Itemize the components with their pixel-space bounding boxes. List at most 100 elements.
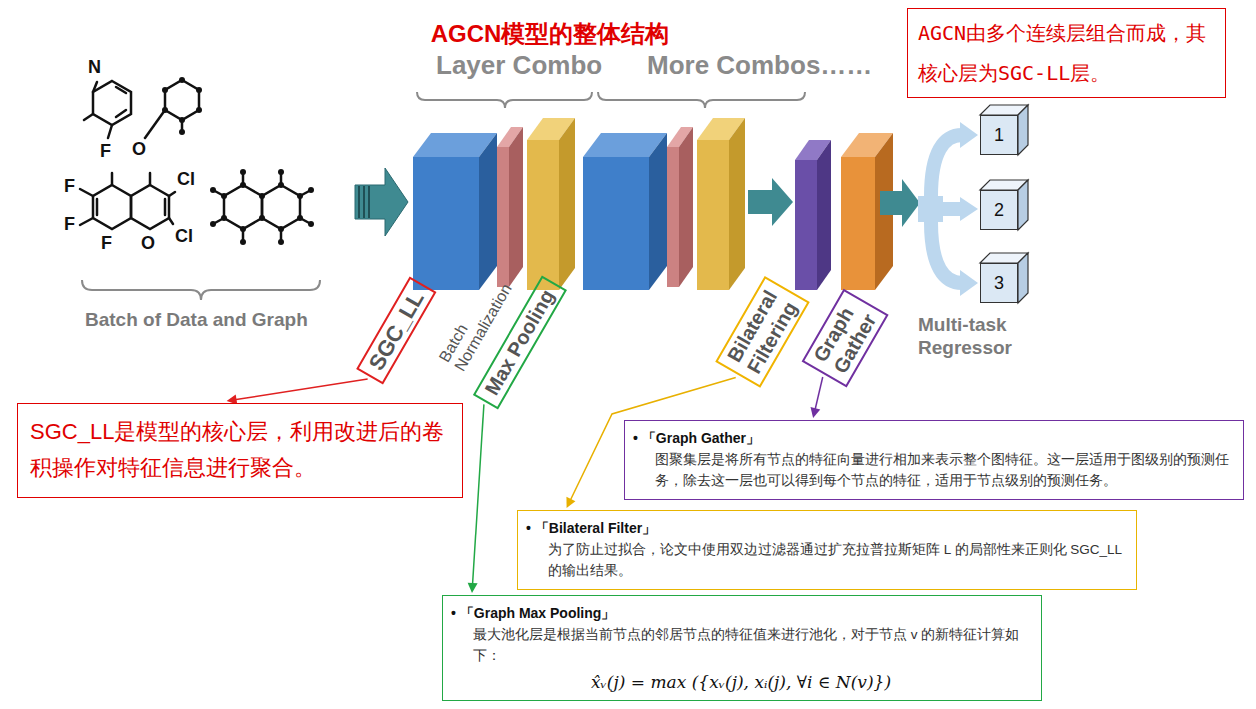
atom-dot-part <box>179 77 185 83</box>
atom-label: F <box>64 215 75 233</box>
molecule-drawing-part <box>96 199 99 215</box>
arrow-head <box>468 583 478 593</box>
atom-dot-part <box>179 129 185 135</box>
callout-heading: • 「Bilateral Filter」 <box>526 517 1126 539</box>
molecule-drawing-part <box>149 173 152 185</box>
group-label: More Combos…… <box>647 50 872 81</box>
molecule-drawing-part <box>131 185 169 229</box>
atom-dot-part <box>196 107 202 113</box>
atom-label: F <box>64 177 75 195</box>
layer-block-part <box>697 140 729 290</box>
atom-dot-part <box>162 87 168 93</box>
layer-block-part <box>497 147 509 287</box>
atom-dot-part <box>240 169 246 175</box>
atom-dot-part <box>297 215 303 221</box>
flow-arrow-part <box>355 168 408 236</box>
cube-number: 1 <box>994 125 1004 146</box>
atom-dot-part <box>297 193 303 199</box>
atom-label: F <box>101 234 112 252</box>
leader-line <box>235 379 368 400</box>
callout-body: 最大池化层是根据当前节点的邻居节点的特征值来进行池化，对于节点 v 的新特征计算… <box>473 624 1031 666</box>
split-arrow-part <box>942 202 962 216</box>
atom-dot-part <box>308 187 314 193</box>
leader-arrow <box>468 404 484 593</box>
layer-block-part <box>817 140 831 290</box>
callout-box: SGC_LL是模型的核心层，利用改进后的卷积操作对特征信息进行聚合。 <box>17 403 463 498</box>
atom-dot-part <box>278 182 284 188</box>
layer-block-part <box>841 157 875 290</box>
cube-face-part <box>1018 253 1028 303</box>
cube-face-part <box>1018 180 1028 230</box>
flow-arrow-part <box>363 186 365 218</box>
molecule-drawing-part <box>145 110 165 138</box>
split-arrow-head-part <box>960 122 978 148</box>
layer-block-part <box>583 157 649 290</box>
callout-box: • 「Graph Max Pooling」最大池化层是根据当前节点的邻居节点的特… <box>442 595 1042 701</box>
output-cube: 3 <box>980 263 1018 303</box>
flow-arrow-part <box>368 186 370 218</box>
atom-dot-part <box>278 169 284 175</box>
atom-dot-part <box>240 182 246 188</box>
cube-face-part <box>1018 105 1028 155</box>
arrow-head <box>811 407 821 418</box>
layer-label: Graph Gather <box>809 303 880 377</box>
group-label: Layer Combo <box>436 50 602 81</box>
atom-dot <box>162 77 314 245</box>
molecule-drawing-part <box>93 82 97 92</box>
layer-block-part <box>729 118 745 290</box>
layer-label-box: Bilateral Filtering <box>715 276 810 388</box>
molecule-drawing-part <box>165 80 199 120</box>
molecule-drawing-part <box>93 185 131 229</box>
output-cube: 1 <box>980 115 1018 155</box>
split-arrow-head <box>918 122 978 296</box>
molecule-drawing-part <box>93 81 131 125</box>
molecule-drawing-part <box>80 189 93 196</box>
formula: x̂ᵥ(j) = max ({xᵥ(j), xᵢ(j), ∀i ∈ N(v)}) <box>451 672 1031 692</box>
molecule-drawing-part <box>169 218 173 224</box>
molecule-drawing-part <box>80 218 93 225</box>
atom-label: F <box>100 142 111 160</box>
atom-dot-part <box>179 117 185 123</box>
split-arrow-part <box>931 222 962 283</box>
layer-block-part <box>880 179 920 227</box>
layer-block-part <box>479 133 497 290</box>
layer-block-part <box>413 157 479 290</box>
molecule-drawing-part <box>224 185 262 229</box>
bracket-part <box>82 280 320 300</box>
atom-label: O <box>132 140 146 158</box>
atom-label: N <box>88 58 101 76</box>
callout-body: 图聚集层是将所有节点的特征向量进行相加来表示整个图特征。这一层适用于图级别的预测… <box>655 449 1233 491</box>
split-arrow-head-part <box>918 196 943 222</box>
bracket <box>82 92 805 300</box>
diagram-title: AGCN模型的整体结构 <box>400 18 700 50</box>
atom-dot-part <box>196 87 202 93</box>
cube-face <box>980 105 1028 303</box>
layer-block-part <box>509 127 523 287</box>
layer-block-part <box>679 127 693 287</box>
note-box: AGCN由多个连续层组合而成，其核心层为SGC-LL层。 <box>907 8 1226 98</box>
input-label: Batch of Data and Graph <box>85 309 308 331</box>
output-label: Multi-task Regressor <box>918 314 1030 360</box>
molecule-drawing-part <box>116 87 126 93</box>
bracket-part <box>417 92 592 108</box>
atom-dot-part <box>259 215 265 221</box>
callout-box: • 「Graph Gather」图聚集层是将所有节点的特征向量进行相加来表示整个… <box>624 420 1244 500</box>
molecule-drawing-part <box>108 125 112 138</box>
split-arrow-part <box>931 135 962 196</box>
bracket-part <box>598 92 805 108</box>
callout-heading: • 「Graph Max Pooling」 <box>451 602 1031 624</box>
cube-number: 3 <box>994 273 1004 294</box>
molecule-drawing <box>80 80 311 242</box>
flow-arrow <box>355 168 408 236</box>
layer-label: Bilateral Filtering <box>722 286 800 377</box>
molecule-drawing-part <box>169 192 175 196</box>
note-text: AGCN由多个连续层组合而成，其核心层为SGC-LL层。 <box>918 13 1215 93</box>
arrow-head <box>566 497 575 508</box>
leader-line <box>815 377 823 410</box>
atom-label: Cl <box>177 170 195 188</box>
layer-block-part <box>559 118 575 290</box>
atom-dot-part <box>162 107 168 113</box>
callout-text: SGC_LL是模型的核心层，利用改进后的卷积操作对特征信息进行聚合。 <box>30 414 450 487</box>
layer-label-box: Graph Gather <box>802 288 889 387</box>
